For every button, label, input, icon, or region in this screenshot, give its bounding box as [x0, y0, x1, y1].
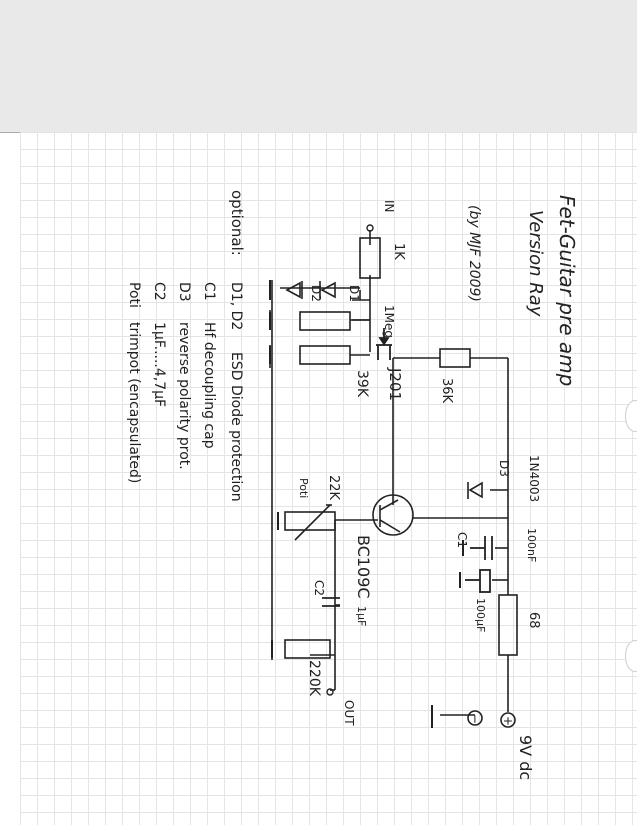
diode-d2 [285, 281, 303, 299]
label-c2: C2 [312, 580, 326, 596]
label-in: IN [382, 200, 396, 213]
resistor-1k [359, 237, 381, 279]
label-c1: C1 [455, 532, 469, 548]
label-d2: D2 [309, 285, 323, 302]
grid-paper [20, 132, 637, 825]
sheet-version: Version Ray [525, 210, 546, 317]
label-39k: 39K [354, 370, 370, 398]
trimpot-22k [284, 504, 336, 541]
terminal-out [326, 688, 334, 696]
resistor-36k [439, 348, 471, 368]
resistor-68 [498, 594, 518, 656]
note-ref: D1, D2 [228, 282, 244, 330]
note-ref: Poti [126, 282, 142, 308]
ground-symbols [269, 280, 464, 728]
note-text: trimpot (encapsulated) [126, 322, 142, 483]
resistor-1meg [299, 311, 351, 331]
sheet-title: Fet-Guitar pre amp [555, 195, 579, 386]
label-bc109c: BC109C [354, 535, 373, 599]
label-1meg: 1Meg [382, 305, 396, 338]
label-9vdc: 9V dc [516, 735, 535, 780]
wires [269, 230, 509, 716]
label-poti: Poti [297, 478, 310, 498]
label-minus: − [468, 714, 482, 724]
note-ref: C1 [201, 282, 217, 301]
capacitor-100uf [465, 569, 491, 593]
paper-top-sheet [0, 0, 637, 133]
resistor-220k [284, 639, 331, 659]
label-22k: 22K [326, 475, 341, 501]
terminal-plus [500, 712, 516, 728]
sheet-author: (by MJF 2009) [466, 205, 482, 302]
label-j201: J201 [386, 367, 404, 401]
transistor-bc109c [372, 494, 414, 536]
jfet-j201 [376, 328, 392, 360]
label-plus: + [501, 716, 515, 726]
notes-heading: optional: [228, 190, 246, 256]
label-100uf: 100µF [474, 598, 487, 632]
resistor-39k [299, 345, 351, 365]
label-36k: 36K [439, 378, 454, 404]
capacitor-c1 [470, 536, 493, 560]
label-out: OUT [342, 700, 356, 726]
capacitor-c2 [322, 597, 340, 607]
label-d1: D1 [347, 285, 361, 302]
label-68: 68 [526, 612, 541, 629]
note-text: ESD Diode protection [228, 352, 244, 502]
terminal-minus [467, 710, 483, 726]
note-ref: C2 [151, 282, 167, 301]
terminal-in [366, 224, 374, 232]
label-1n4003: 1N4003 [527, 455, 541, 502]
label-d3: D3 [497, 460, 511, 477]
diode-d1 [319, 281, 336, 299]
label-100nf: 100nF [525, 528, 538, 562]
label-1k: 1K [391, 243, 406, 260]
note-text: reverse polarity prot. [176, 322, 192, 470]
note-ref: D3 [176, 282, 192, 302]
note-text: 1µF.....4,7µF [151, 322, 167, 407]
label-220k: 220K [306, 660, 322, 697]
label-1uf: 1µF [355, 606, 368, 626]
diode-d3 [467, 481, 483, 499]
note-text: Hf decoupling cap [201, 322, 217, 449]
